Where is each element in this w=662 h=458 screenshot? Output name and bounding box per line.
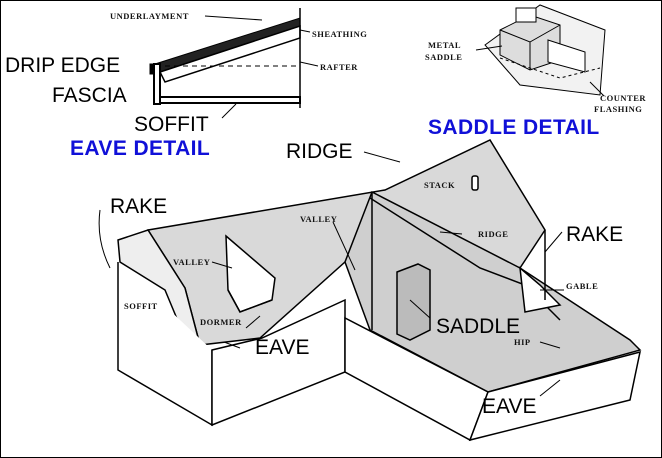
sheathing-label: SHEATHING bbox=[312, 29, 368, 39]
soffit-house-label: SOFFIT bbox=[124, 301, 158, 311]
flue-pot bbox=[515, 7, 537, 23]
counter-flashing-leader bbox=[589, 81, 605, 97]
sheathing-leader bbox=[299, 29, 311, 33]
counter-flashing-label-line1: COUNTER bbox=[600, 93, 647, 103]
rake-right-label: RAKE bbox=[566, 223, 624, 246]
valley-left-label: VALLEY bbox=[173, 257, 211, 267]
saddle-detail-drawing bbox=[475, 4, 606, 97]
rake-left-leader bbox=[98, 209, 111, 269]
rafter-member bbox=[158, 24, 301, 83]
valley-center-leader bbox=[332, 221, 356, 271]
ridge-label: RIDGE bbox=[286, 140, 353, 163]
saddle-detail-title: SADDLE DETAIL bbox=[428, 116, 600, 139]
rafter-leader bbox=[299, 61, 319, 67]
metal-saddle-piece bbox=[547, 39, 586, 73]
chimney bbox=[396, 263, 431, 341]
drip-edge-label: DRIP EDGE bbox=[5, 54, 121, 77]
saddle-label: SADDLE bbox=[436, 315, 521, 338]
metal-saddle-label-line1: METAL bbox=[428, 40, 462, 50]
eave-left-label: EAVE bbox=[255, 336, 310, 359]
eave-detail-drawing bbox=[149, 8, 319, 119]
front-wing-front-wall bbox=[468, 350, 641, 442]
rake-left-label: RAKE bbox=[110, 195, 168, 218]
fascia-label: FASCIA bbox=[52, 84, 127, 107]
metal-saddle-leader bbox=[475, 45, 503, 51]
eave-right-leader bbox=[539, 379, 561, 397]
underlayment-label: UNDERLAYMENT bbox=[110, 11, 189, 21]
hip-leader bbox=[539, 341, 561, 349]
soffit-board bbox=[159, 96, 301, 104]
stack-pipe bbox=[471, 175, 479, 191]
eave-left-leader bbox=[223, 341, 241, 349]
counter-flashing-label-line2: FLASHING bbox=[594, 104, 643, 114]
fascia-board bbox=[153, 63, 161, 105]
soffit-leader bbox=[221, 103, 237, 119]
eave-detail-title: EAVE DETAIL bbox=[70, 137, 211, 160]
saddle-leader bbox=[409, 299, 431, 319]
rake-right-leader bbox=[544, 231, 563, 253]
dormer-face bbox=[227, 289, 273, 313]
ridge-small-label: RIDGE bbox=[478, 229, 509, 239]
hip-label: HIP bbox=[514, 337, 531, 347]
house-drawing bbox=[98, 139, 642, 442]
gable-label: GABLE bbox=[566, 281, 599, 291]
dormer-leader bbox=[245, 315, 261, 329]
valley-left-leader bbox=[211, 261, 233, 269]
dormer-label: DORMER bbox=[200, 317, 242, 327]
rafter-label: RAFTER bbox=[320, 62, 358, 72]
front-wing-roof bbox=[344, 190, 642, 393]
drip-edge-strip bbox=[149, 63, 155, 75]
metal-saddle-label-line2: SADDLE bbox=[425, 52, 463, 62]
ridge-small-leader bbox=[439, 231, 463, 235]
soffit-label: SOFFIT bbox=[134, 113, 209, 136]
underlayment-leader bbox=[204, 15, 263, 21]
ridge-leader bbox=[363, 151, 401, 163]
counter-flashing-line bbox=[499, 57, 601, 79]
stack-label: STACK bbox=[424, 180, 456, 190]
valley-center-label: VALLEY bbox=[300, 214, 338, 224]
eave-right-label: EAVE bbox=[482, 395, 537, 418]
